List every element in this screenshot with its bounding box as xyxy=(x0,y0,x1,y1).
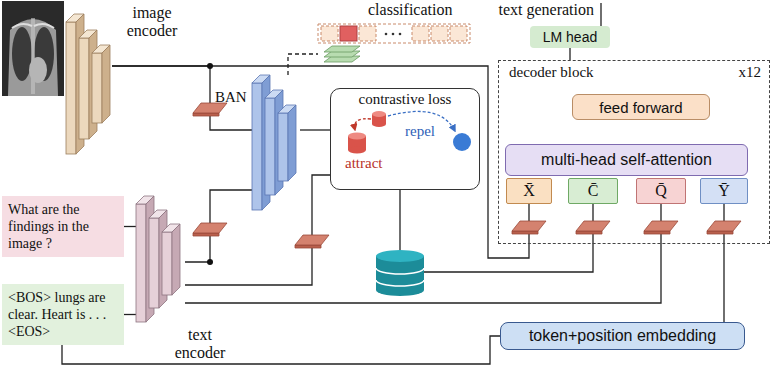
input-box: Ȳ xyxy=(700,178,748,204)
text-encoder-stack xyxy=(136,196,180,322)
decoder-block: decoder block x12 feed forward multi-head s… xyxy=(498,60,770,244)
node-label: classification xyxy=(368,1,452,19)
classification-bar xyxy=(318,24,470,43)
encoder-block: text encoder xyxy=(136,196,185,322)
connector xyxy=(569,48,570,60)
node-label: text encoder xyxy=(168,326,232,362)
classification-output: classification xyxy=(318,24,470,64)
node-text: feed forward xyxy=(599,99,682,116)
connector xyxy=(112,66,252,130)
connector xyxy=(124,314,136,315)
node-text: multi-head self-attention xyxy=(541,151,712,169)
output-label: text generation xyxy=(440,1,594,19)
node-text: <BOS> lungs are clear. Heart is . . . <E… xyxy=(8,289,118,340)
process-box: feed forward xyxy=(572,94,710,120)
input-box: Q̄ xyxy=(636,178,686,204)
node-note: repel xyxy=(405,122,435,140)
input-box: X̄ xyxy=(506,178,552,204)
node-note: x12 xyxy=(721,63,761,81)
encoder-block: image encoder xyxy=(66,14,112,154)
node-label: BAN xyxy=(215,88,247,106)
connector xyxy=(288,54,318,75)
contrastive-box: contrastive loss attract repel xyxy=(330,88,480,190)
memory-bank xyxy=(376,250,424,296)
classifier-head xyxy=(324,46,360,62)
ban-stack xyxy=(252,75,296,210)
node-text: LM head xyxy=(543,29,597,45)
embedding-box: token+position embedding xyxy=(500,322,745,350)
lm-head-box: LM head xyxy=(530,26,610,48)
node-text: What are the findings in the image ? xyxy=(8,201,118,252)
connector xyxy=(62,336,500,364)
node-label: image encoder xyxy=(120,4,184,40)
node-label: decoder block xyxy=(509,63,594,81)
report-box: <BOS> lungs are clear. Heart is . . . <E… xyxy=(2,284,124,345)
chest-xray xyxy=(2,1,64,96)
connector xyxy=(300,129,330,130)
node-label: contrastive loss xyxy=(331,90,479,108)
node-text: X̄ xyxy=(523,182,535,200)
node-text: token+position embedding xyxy=(529,327,716,345)
layout-wire xyxy=(400,3,601,272)
connector xyxy=(185,190,252,262)
contrastive-illustration xyxy=(348,111,471,154)
question-box: What are the findings in the image ? xyxy=(2,196,124,257)
input-box: C̄ xyxy=(568,178,618,204)
connector xyxy=(124,226,136,227)
node-text: Ȳ xyxy=(718,182,730,200)
node-text: C̄ xyxy=(588,182,599,200)
connector xyxy=(185,204,661,303)
node-note: attract xyxy=(345,154,382,172)
image-encoder-stack xyxy=(66,14,110,154)
attention-box: multi-head self-attention xyxy=(505,144,748,176)
node-text: Q̄ xyxy=(655,182,667,200)
ban-block: BAN xyxy=(252,75,300,210)
